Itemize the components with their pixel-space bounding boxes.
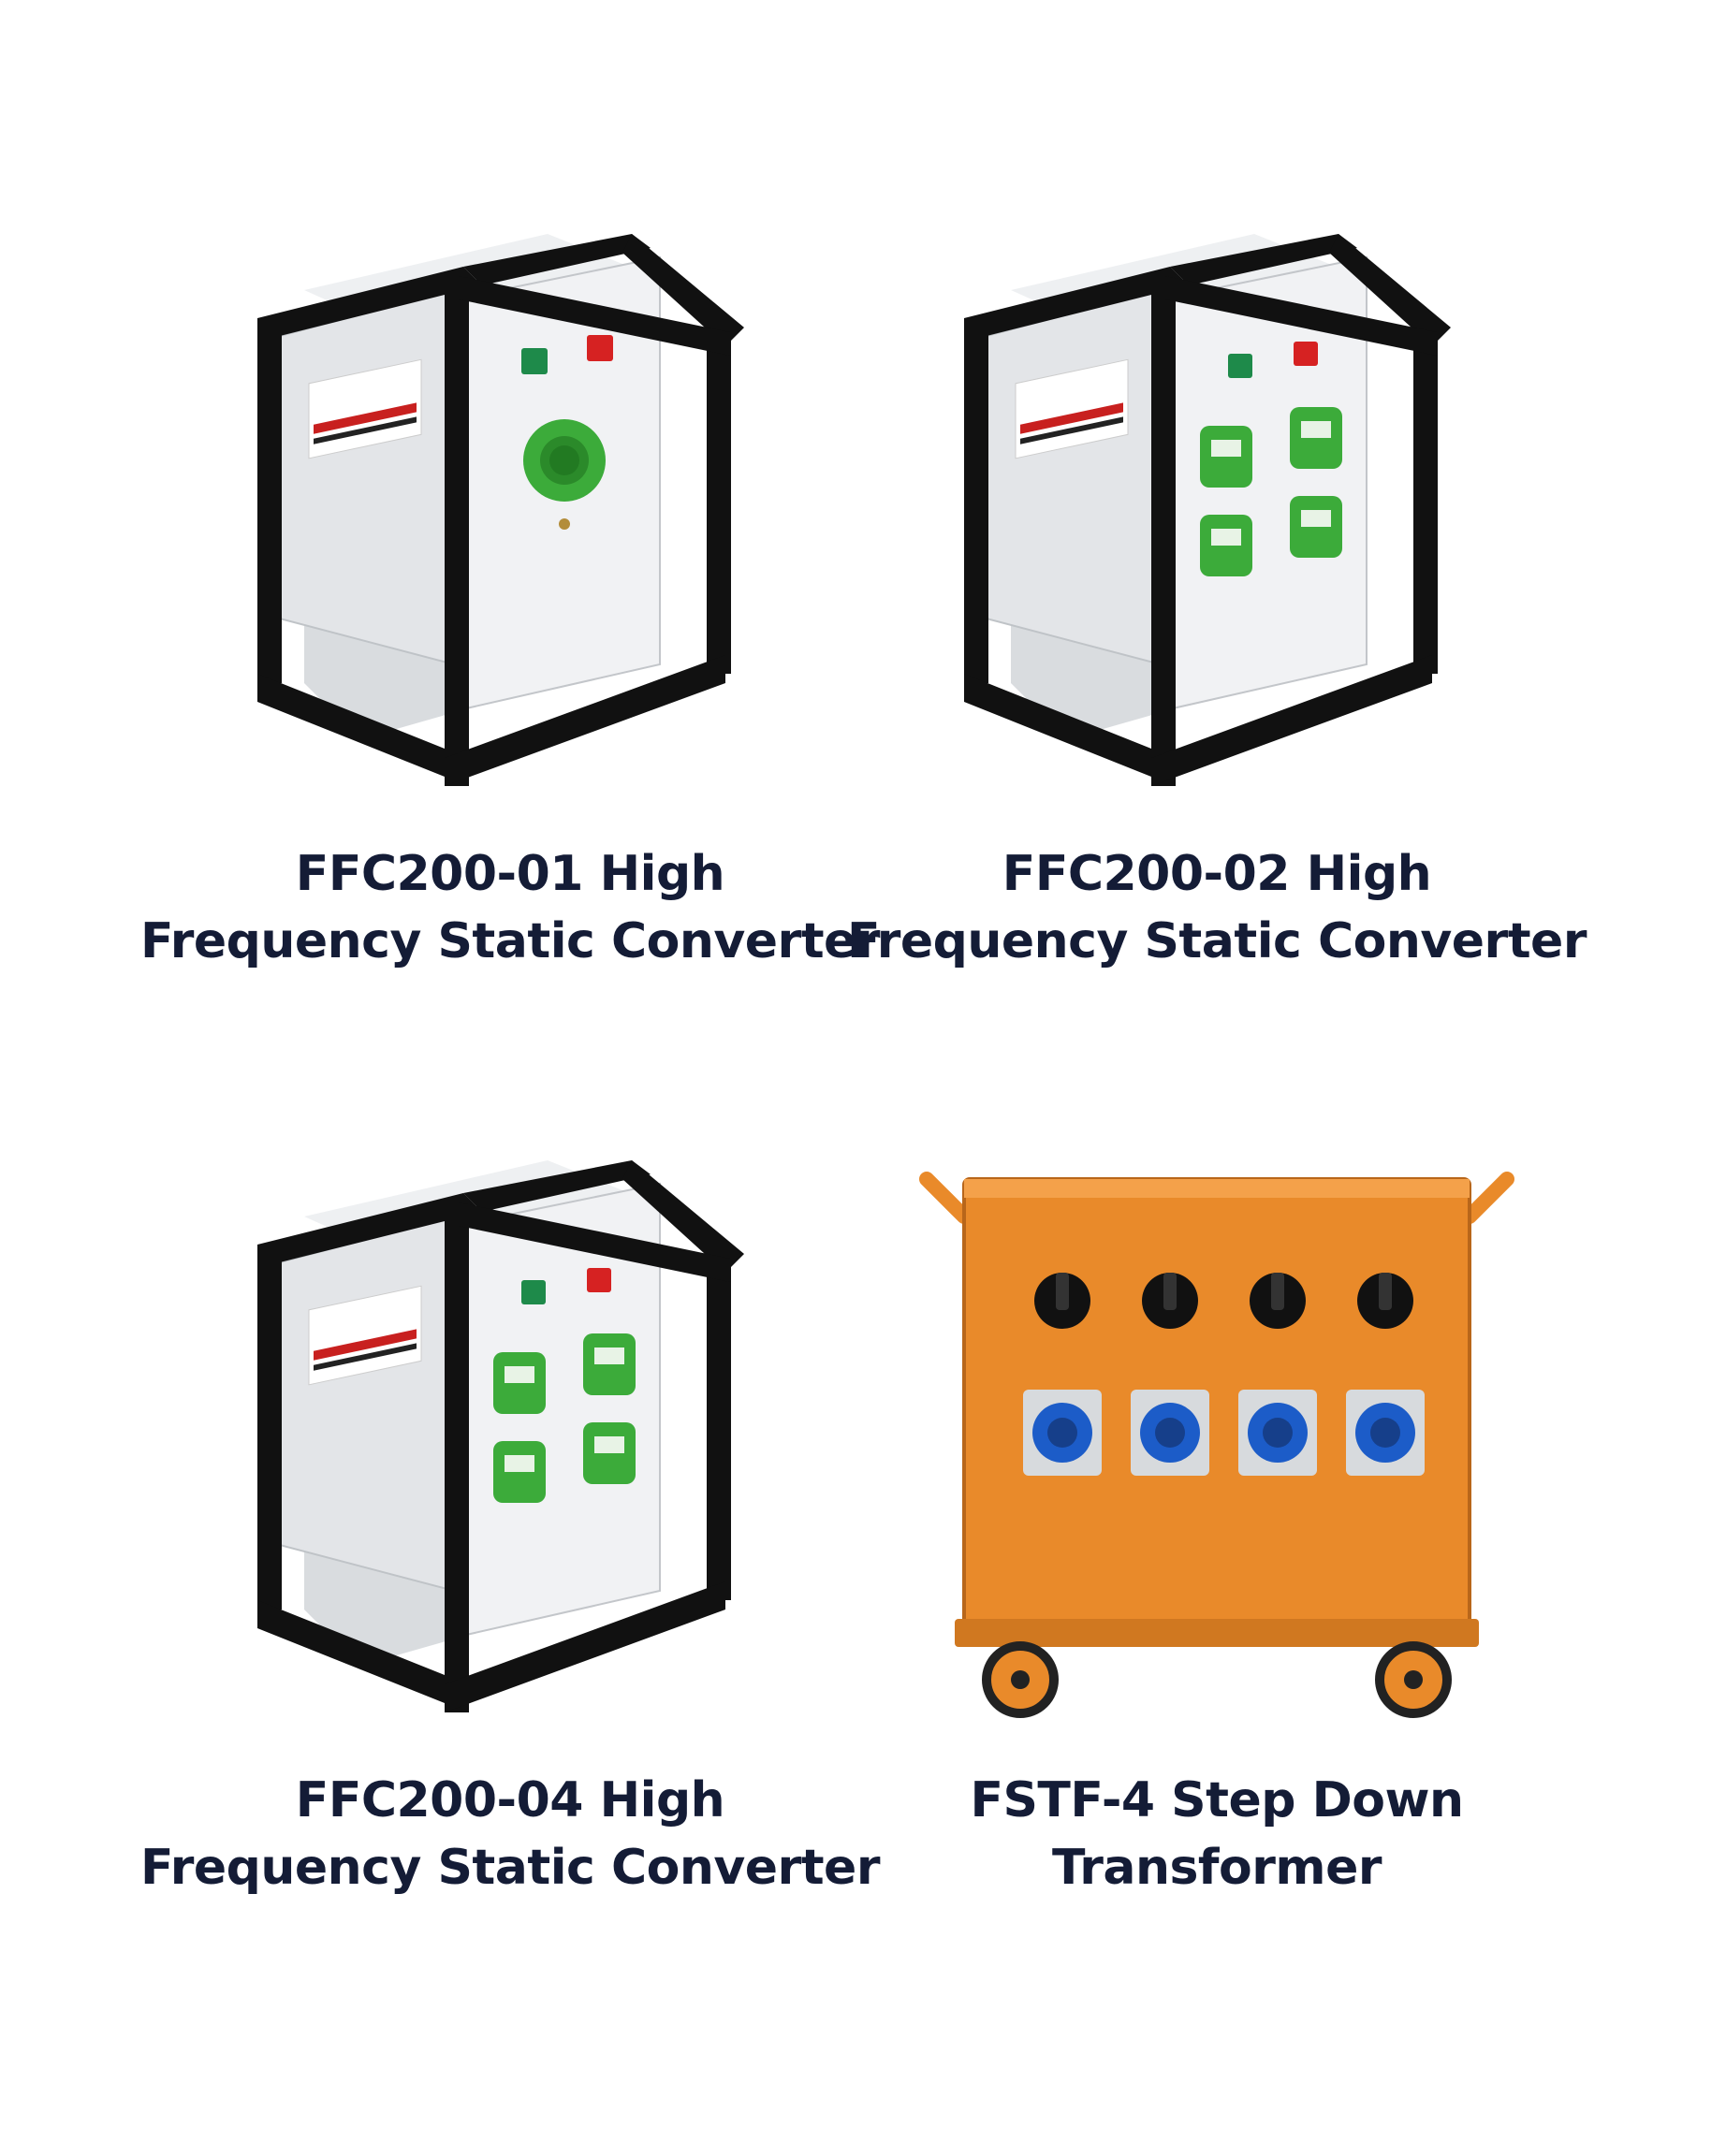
- wheel-icon: [1375, 1641, 1452, 1718]
- warning-label: [308, 358, 422, 459]
- title-line-1: FFC200-02 High: [1002, 846, 1432, 902]
- black-frame: [257, 234, 744, 786]
- red-switch-icon[interactable]: [587, 335, 613, 361]
- rotary-switch-icon[interactable]: [1357, 1273, 1413, 1329]
- green-socket-icon[interactable]: [1200, 426, 1252, 488]
- black-frame: [964, 234, 1451, 786]
- ffc200-04-product-image: [257, 1160, 744, 1712]
- rotary-switch-icon[interactable]: [1142, 1273, 1198, 1329]
- title-line-1: FFC200-01 High: [295, 846, 725, 902]
- ffc200-02-product-image: [964, 234, 1451, 786]
- green-socket-icon[interactable]: [523, 419, 606, 502]
- green-socket-icon[interactable]: [493, 1441, 546, 1503]
- warning-label: [308, 1285, 422, 1386]
- blue-socket-icon[interactable]: [1346, 1390, 1425, 1476]
- black-frame: [257, 1160, 744, 1712]
- product-title[interactable]: FFC200-02 High Frequency Static Converte…: [814, 840, 1619, 975]
- title-line-2: Frequency Static Converter: [140, 913, 880, 969]
- product-title[interactable]: FSTF-4 Step Down Transformer: [814, 1767, 1619, 1901]
- green-socket-icon[interactable]: [493, 1352, 546, 1414]
- title-line-2: Frequency Static Converter: [847, 913, 1587, 969]
- title-line-2: Transformer: [1051, 1840, 1382, 1896]
- green-switch-icon[interactable]: [521, 348, 548, 374]
- green-switch-icon[interactable]: [1228, 354, 1252, 378]
- title-line-1: FFC200-04 High: [295, 1772, 725, 1828]
- red-switch-icon[interactable]: [587, 1268, 611, 1292]
- warning-label: [1015, 358, 1129, 459]
- product-title[interactable]: FFC200-04 High Frequency Static Converte…: [108, 1767, 913, 1901]
- product-card-ffc200-04[interactable]: FFC200-04 High Frequency Static Converte…: [108, 1142, 913, 1901]
- green-socket-icon[interactable]: [1200, 515, 1252, 576]
- green-socket-icon[interactable]: [1290, 407, 1342, 469]
- product-card-ffc200-01[interactable]: FFC200-01 High Frequency Static Converte…: [108, 215, 913, 975]
- left-handle[interactable]: [919, 1172, 972, 1224]
- blue-socket-icon[interactable]: [1023, 1390, 1102, 1476]
- product-title[interactable]: FFC200-01 High Frequency Static Converte…: [108, 840, 913, 975]
- green-socket-icon[interactable]: [583, 1422, 636, 1484]
- title-line-2: Frequency Static Converter: [140, 1840, 880, 1896]
- ffc200-01-product-image: [257, 234, 744, 786]
- red-switch-icon[interactable]: [1294, 342, 1318, 366]
- green-switch-icon[interactable]: [521, 1280, 546, 1304]
- product-card-ffc200-02[interactable]: FFC200-02 High Frequency Static Converte…: [814, 215, 1619, 975]
- fstf-4-product-image: [919, 1172, 1514, 1718]
- green-socket-icon[interactable]: [583, 1333, 636, 1395]
- green-socket-icon[interactable]: [1290, 496, 1342, 558]
- title-line-1: FSTF-4 Step Down: [970, 1772, 1464, 1828]
- product-card-fstf-4[interactable]: FSTF-4 Step Down Transformer: [814, 1142, 1619, 1901]
- wheel-icon: [982, 1641, 1059, 1718]
- right-handle[interactable]: [1462, 1172, 1514, 1224]
- blue-socket-icon[interactable]: [1131, 1390, 1209, 1476]
- rotary-switch-icon[interactable]: [1034, 1273, 1090, 1329]
- rotary-switch-icon[interactable]: [1250, 1273, 1306, 1329]
- blue-socket-icon[interactable]: [1238, 1390, 1317, 1476]
